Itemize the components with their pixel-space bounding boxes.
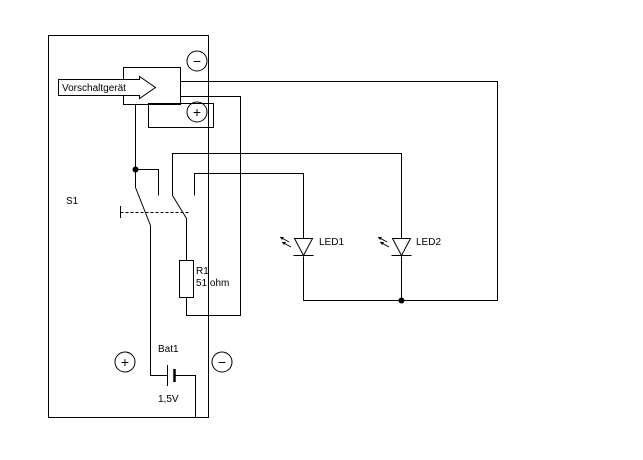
wire-plus-to-resistor — [180, 96, 241, 316]
resistor-r1: R1 51 ohm — [179, 260, 229, 298]
battery-minus-symbol: − — [218, 354, 226, 370]
ballast-plus-symbol: + — [193, 104, 201, 120]
led2-triangle — [391, 238, 412, 257]
led2-light-arrowhead — [380, 242, 384, 245]
resistor-body — [179, 260, 194, 298]
wire-to-led1 — [194, 173, 304, 239]
led2-light-arrowhead — [378, 237, 382, 240]
switch-blade-1 — [135, 187, 151, 226]
battery-plus-symbol: + — [121, 354, 129, 370]
wire-battery-minus — [175, 375, 196, 418]
wire-to-led2 — [172, 153, 402, 239]
junction-dot — [132, 166, 139, 173]
wire-switch-to-battery-plus — [150, 225, 168, 376]
battery-plus-icon — [114, 351, 136, 373]
led1-label: LED1 — [319, 237, 344, 248]
switch-s1: S1 — [66, 187, 190, 226]
ballast-label: Vorschaltgerät — [62, 83, 126, 94]
enclosure-outline — [48, 35, 209, 418]
led1-light-arrowhead — [282, 242, 286, 245]
ballast-minus-symbol: − — [193, 53, 201, 69]
led2-label: LED2 — [416, 237, 441, 248]
resistor-ref: R1 — [196, 266, 209, 277]
battery-ref: Bat1 — [158, 344, 179, 355]
switch-blade-2 — [172, 195, 187, 219]
led1-light-arrowhead — [280, 237, 284, 240]
battery-minus-icon — [211, 351, 233, 373]
ballast-module: Vorschaltgerät − + — [58, 50, 214, 128]
wire-led-cathodes — [303, 256, 402, 301]
resistor-value: 51 ohm — [196, 278, 229, 289]
wires — [135, 81, 498, 418]
wire-switch-bridge — [135, 169, 159, 196]
ballast-arrow — [58, 75, 157, 100]
battery-bat1: Bat1 1,5V + − — [114, 344, 233, 405]
led1: LED1 — [279, 236, 344, 257]
junction-dot — [398, 297, 405, 304]
ballast-minus-terminal-icon — [186, 50, 208, 72]
battery-voltage: 1,5V — [158, 394, 179, 405]
led2: LED2 — [377, 236, 441, 257]
switch-label: S1 — [66, 196, 79, 207]
ballast-plus-terminal-box — [148, 103, 214, 128]
wire-minus-to-led-cathodes — [180, 81, 498, 301]
led1-triangle — [293, 238, 314, 257]
ballast-plus-terminal-icon — [186, 101, 208, 123]
